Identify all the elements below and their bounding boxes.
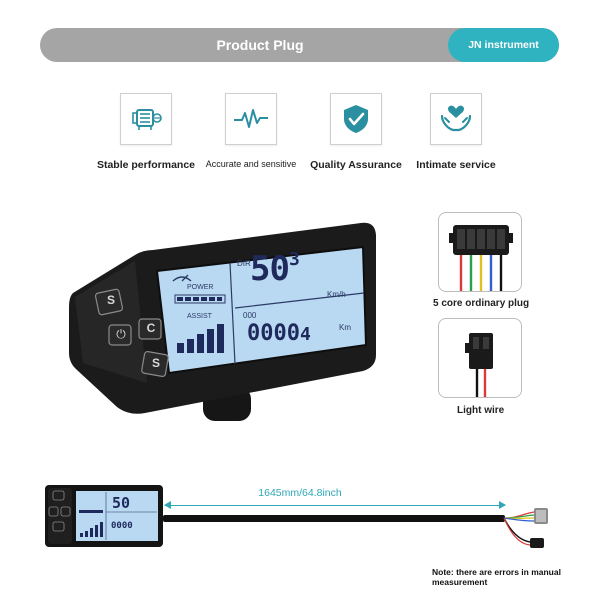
heartbeat-icon — [225, 93, 277, 145]
feature-quality-assurance: Quality Assurance — [296, 93, 416, 171]
brand-tag: JN instrument — [448, 28, 559, 62]
shield-check-icon — [330, 93, 382, 145]
power-bars — [177, 297, 222, 301]
down-button[interactable]: S — [151, 356, 160, 370]
light-wire-plug-image — [438, 318, 522, 398]
measurement-note: Note: there are errors in manual measure… — [432, 567, 561, 587]
feature-accurate-sensitive: Accurate and sensitive — [191, 93, 311, 169]
odometer-readout: 00004 — [247, 321, 311, 346]
mini-speed-value: 50 — [112, 494, 131, 512]
banner-title: Product Plug — [216, 37, 304, 53]
mini-display-unit: 50 0000 — [45, 485, 163, 547]
header-banner: Product Plug JN instrument — [40, 28, 559, 62]
heart-hands-icon — [430, 93, 482, 145]
power-label: POWER — [187, 284, 214, 291]
dimension-arrow — [164, 501, 506, 509]
up-button[interactable]: S — [106, 293, 115, 307]
assist-level-bars — [177, 324, 224, 353]
speed-readout: 503 — [250, 249, 300, 289]
odometer-value: 0000 — [247, 321, 300, 346]
gauge-icon — [172, 276, 192, 282]
feature-stable-performance: Stable performance — [86, 93, 206, 171]
mode-button[interactable]: C — [146, 321, 156, 335]
lcd-display-unit: DIR 503 Km/h POWER ASSIST 000 00004 Km S… — [65, 215, 385, 425]
assist-label: ASSIST — [187, 313, 212, 320]
cable-length-label: 1645mm/64.8inch — [258, 487, 342, 499]
light-wire-label: Light wire — [457, 405, 505, 416]
speed-unit: Km/h — [327, 290, 346, 299]
cable — [163, 515, 505, 522]
five-core-plug-label: 5 core ordinary plug — [433, 298, 530, 309]
speed-decimal: 3 — [288, 249, 300, 270]
feature-label: Quality Assurance — [310, 159, 402, 171]
feature-label: Accurate and sensitive — [205, 159, 297, 169]
bezel-buttons — [94, 288, 169, 378]
five-core-plug-image — [438, 212, 522, 292]
speed-value: 50 — [250, 249, 290, 289]
odometer-prefix: 000 — [243, 311, 257, 320]
feature-label: Stable performance — [96, 159, 196, 171]
motor-icon — [120, 93, 172, 145]
feature-label: Intimate service — [416, 159, 496, 171]
cable-connectors — [500, 500, 560, 560]
odometer-suffix: 4 — [299, 324, 311, 345]
power-button[interactable]: ⏻ — [116, 327, 126, 341]
odometer-unit: Km — [339, 323, 351, 332]
dir-label: DIR — [237, 259, 251, 268]
mini-odometer-value: 0000 — [111, 521, 133, 531]
feature-intimate-service: Intimate service — [396, 93, 516, 171]
